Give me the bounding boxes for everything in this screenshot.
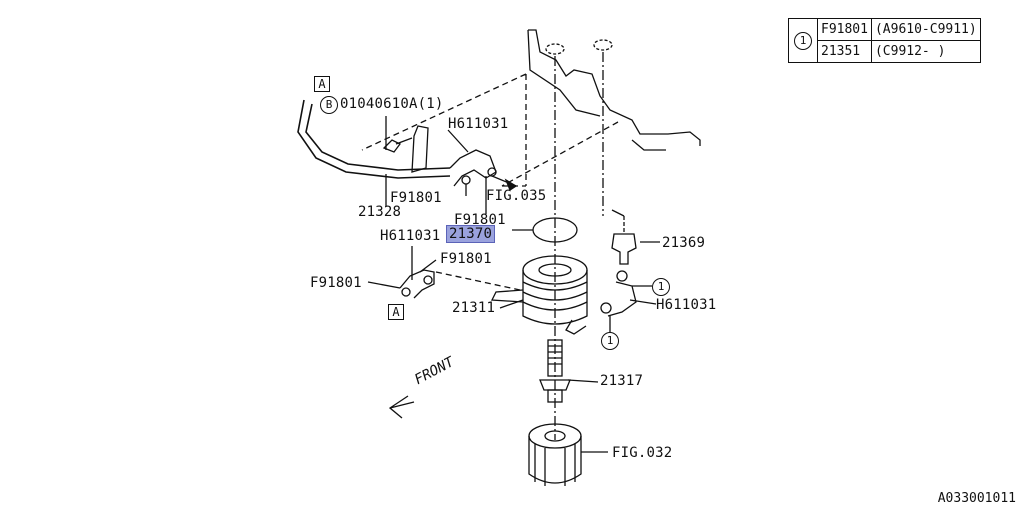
bolt bbox=[382, 137, 413, 153]
legend-part: 21351 bbox=[817, 40, 872, 63]
label-fig035[interactable]: FIG.035 bbox=[486, 188, 547, 204]
label-stud-21317[interactable]: 21317 bbox=[600, 373, 644, 389]
leader-lines bbox=[367, 116, 660, 453]
port-oval-right bbox=[593, 39, 613, 51]
thermostat-21369 bbox=[611, 233, 637, 265]
cooler-pipe-low bbox=[565, 319, 587, 335]
pipe-21328 bbox=[297, 99, 451, 179]
hose-right bbox=[607, 281, 637, 317]
legend-range: (C9912- ) bbox=[870, 40, 981, 63]
label-thermostat-21369[interactable]: 21369 bbox=[662, 235, 706, 251]
oil-filter-body bbox=[528, 436, 582, 484]
label-clamp-f-mid[interactable]: F91801 bbox=[454, 212, 506, 228]
label-fig032[interactable]: FIG.032 bbox=[612, 445, 673, 461]
label-hose-clamp-right[interactable]: H611031 bbox=[656, 297, 717, 313]
legend-marker: 1 bbox=[788, 18, 818, 63]
legend-part: F91801 bbox=[817, 18, 872, 41]
section-marker-a-top: A bbox=[314, 76, 330, 92]
elbow-hose-top bbox=[449, 149, 497, 187]
cooler-body bbox=[522, 270, 588, 325]
guide-dashed bbox=[361, 73, 619, 187]
label-hose-clamp-top[interactable]: H611031 bbox=[448, 116, 509, 132]
legend-row: 1 F91801 (A9610-C9911) bbox=[788, 18, 981, 63]
front-arrow bbox=[388, 395, 415, 419]
label-clamp-h-left[interactable]: H611031 bbox=[380, 228, 441, 244]
engine-block-outline bbox=[527, 29, 701, 151]
guide-dashed-left bbox=[435, 271, 521, 291]
bolt-marker-b: B bbox=[320, 96, 338, 114]
port-oval-left bbox=[545, 43, 565, 55]
hose-left bbox=[399, 269, 435, 299]
circle-marker-low: 1 bbox=[601, 332, 619, 350]
reference-code: A033001011 bbox=[937, 491, 1016, 506]
legend-range: (A9610-C9911) bbox=[870, 18, 981, 41]
label-cooler-21311[interactable]: 21311 bbox=[452, 300, 496, 316]
label-pipe-21328[interactable]: 21328 bbox=[358, 204, 402, 220]
legend-row: 21351 (C9912- ) bbox=[789, 40, 981, 63]
label-bolt[interactable]: 01040610A(1) bbox=[340, 96, 444, 112]
section-marker-a-bottom: A bbox=[388, 304, 404, 320]
bracket bbox=[411, 125, 429, 173]
label-gasket-21370[interactable]: 21370 bbox=[445, 225, 496, 243]
cooler-pipe-left bbox=[490, 289, 524, 303]
label-clamp-f-left-upper[interactable]: F91801 bbox=[440, 251, 492, 267]
legend-table: 1 F91801 (A9610-C9911) 21351 (C9912- ) bbox=[788, 18, 981, 63]
label-clamp-f-left[interactable]: F91801 bbox=[310, 275, 362, 291]
circle-marker-right: 1 bbox=[652, 278, 670, 296]
label-clamp-f-top[interactable]: F91801 bbox=[390, 190, 442, 206]
